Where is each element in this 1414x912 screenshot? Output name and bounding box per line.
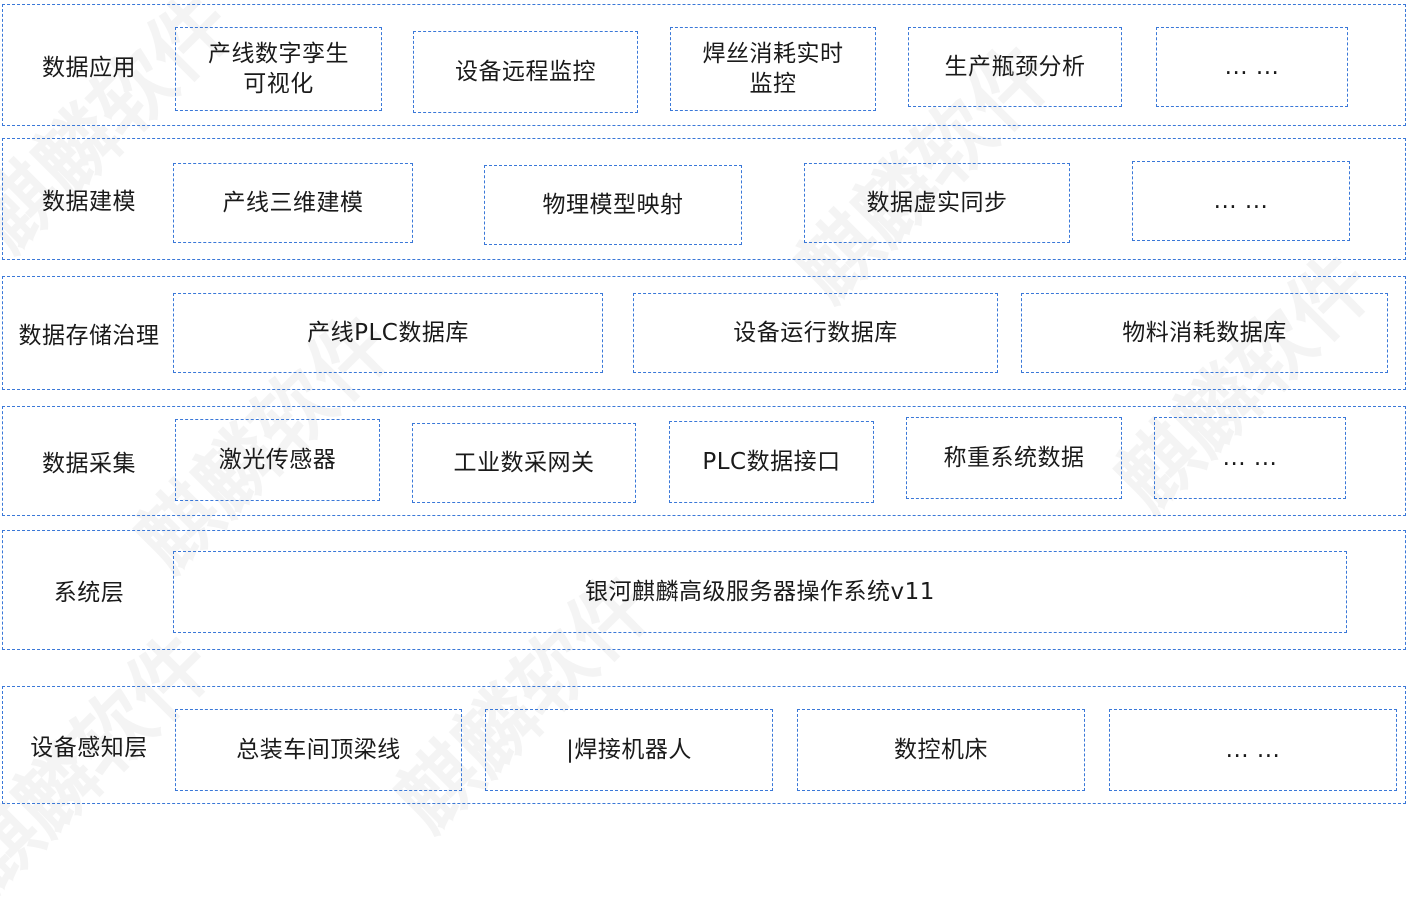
- layer-data-collection: 数据采集 激光传感器 工业数采网关 PLC数据接口 称重系统数据 ... ...: [2, 406, 1406, 516]
- component-box: 工业数采网关: [412, 423, 636, 503]
- layer-data-application: 数据应用 产线数字孪生 可视化 设备远程监控 焊丝消耗实时 监控 生产瓶颈分析 …: [2, 4, 1406, 126]
- component-box: 物理模型映射: [484, 165, 742, 245]
- component-box: 生产瓶颈分析: [908, 27, 1122, 107]
- layer-label: 系统层: [53, 579, 125, 606]
- component-box: 产线数字孪生 可视化: [175, 27, 382, 111]
- layer-label: 设备感知层: [30, 734, 148, 761]
- component-box: ... ...: [1132, 161, 1350, 241]
- component-box: |焊接机器人: [485, 709, 773, 791]
- layer-label: 数据应用: [42, 54, 136, 81]
- layer-label: 数据采集: [42, 450, 136, 477]
- component-box: 总装车间顶梁线: [175, 709, 462, 791]
- component-box: ... ...: [1156, 27, 1348, 107]
- component-box: ... ...: [1154, 417, 1346, 499]
- component-box: 银河麒麟高级服务器操作系统v11: [173, 551, 1347, 633]
- component-box: 称重系统数据: [906, 417, 1122, 499]
- layer-data-storage: 数据存储治理 产线PLC数据库 设备运行数据库 物料消耗数据库: [2, 276, 1406, 390]
- component-box: 数据虚实同步: [804, 163, 1070, 243]
- layer-system: 系统层 银河麒麟高级服务器操作系统v11: [2, 530, 1406, 650]
- component-box: 产线三维建模: [173, 163, 413, 243]
- layer-label: 数据存储治理: [18, 322, 160, 349]
- component-box: 设备远程监控: [413, 31, 638, 113]
- component-box: ... ...: [1109, 709, 1397, 791]
- component-box: 设备运行数据库: [633, 293, 998, 373]
- component-box: 激光传感器: [175, 419, 380, 501]
- component-box: 焊丝消耗实时 监控: [670, 27, 876, 111]
- layer-device-perception: 设备感知层 总装车间顶梁线 |焊接机器人 数控机床 ... ...: [2, 686, 1406, 804]
- layer-label: 数据建模: [42, 188, 136, 215]
- component-box: 产线PLC数据库: [173, 293, 603, 373]
- layer-data-modeling: 数据建模 产线三维建模 物理模型映射 数据虚实同步 ... ...: [2, 138, 1406, 260]
- component-box: 数控机床: [797, 709, 1085, 791]
- component-box: 物料消耗数据库: [1021, 293, 1388, 373]
- component-box: PLC数据接口: [669, 421, 874, 503]
